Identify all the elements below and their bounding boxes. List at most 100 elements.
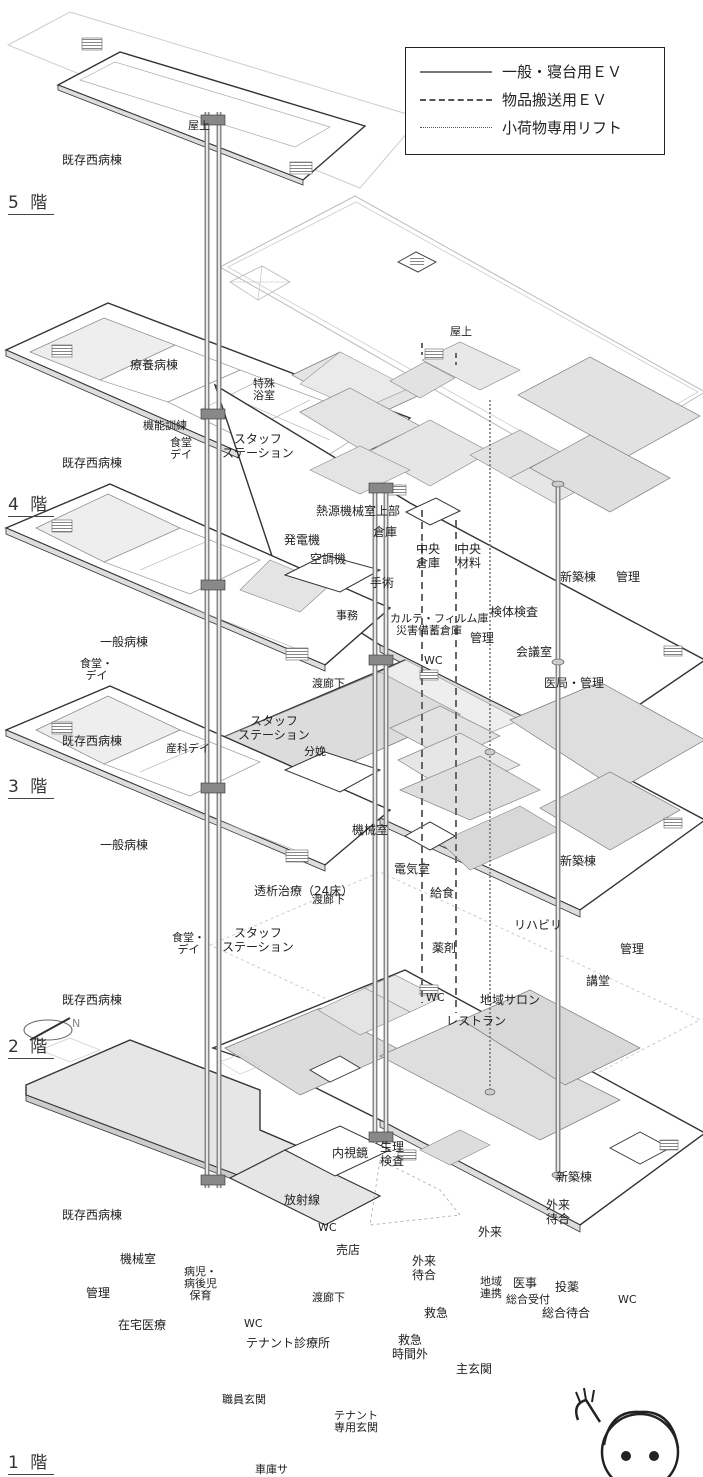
floor2-corridor (283, 751, 382, 793)
room-community-salon: 地域サロン (480, 993, 541, 1007)
room-staff-station-2f: スタッフ ステーション (222, 926, 294, 954)
room-auditorium: 講堂 (586, 974, 611, 988)
ev-cabins (200, 114, 565, 1186)
room-specimen-lab: 検体検査 (490, 605, 539, 619)
legend-label: 小荷物専用リフト (502, 119, 623, 137)
legend-swatch-dashed (420, 99, 492, 101)
room-pharmacy: 薬剤 (432, 941, 457, 955)
legend-swatch-solid (420, 71, 492, 73)
west-building-label-3f: 既存西病棟 (62, 734, 123, 748)
legend-item-passenger-ev: 一般・寝台用ＥＶ (406, 62, 664, 82)
room-records: カルテ・フィルム庫 (390, 612, 489, 625)
new-building-label-3f: 新築棟 (560, 570, 597, 584)
room-garage: 車庫サ (255, 1463, 288, 1476)
west-building-label-5f: 既存西病棟 (62, 153, 123, 167)
room-corridor-3f: 渡廊下 (312, 677, 345, 690)
room-ryoyo-ward: 療養病棟 (130, 358, 179, 372)
legend: 一般・寝台用ＥＶ 物品搬送用ＥＶ 小荷物専用リフト (405, 47, 665, 155)
new-building-label-1f: 新築棟 (556, 1170, 593, 1184)
room-outpatient-waiting-2: 外来 待合 (412, 1254, 437, 1282)
room-outpatient: 外来 (478, 1225, 503, 1239)
west-building-label-4f: 既存西病棟 (62, 456, 123, 470)
room-electrical: 電気室 (394, 862, 431, 876)
new-building-label-2f: 新築棟 (560, 854, 597, 868)
room-rehabilitation: リハビリ (514, 918, 563, 932)
room-kitchen: 給食 (430, 886, 455, 900)
floor1-tenant-block (228, 1125, 461, 1226)
floor2-west-plate (4, 685, 392, 872)
room-machine-2f: 機械室 (352, 823, 389, 837)
room-corridor-1f: 渡廊下 (312, 1291, 345, 1304)
room-dining-4f: 食堂 デイ (170, 436, 192, 461)
room-endoscopy: 内視鏡 (332, 1146, 369, 1160)
room-medical-office: 医局・管理 (544, 676, 605, 690)
room-maternity-day: 産科デイ (166, 742, 210, 755)
room-after-hours-emergency: 救急 時間外 (392, 1333, 429, 1361)
room-rehab-training: 機能訓練 (143, 419, 187, 432)
room-generator: 発電機 (284, 533, 321, 547)
floor-label-1: 1 階 (8, 1448, 55, 1475)
room-staff-station-4f: スタッフ ステーション (222, 432, 294, 460)
room-corridor-2f: 渡廊下 (312, 893, 345, 906)
room-wc-2f: WC (426, 991, 445, 1004)
room-medical-affairs: 医事 (513, 1276, 538, 1290)
room-delivery: 分娩 (304, 745, 326, 758)
room-general-ward-3f: 一般病棟 (100, 635, 149, 649)
room-general-waiting: 総合待合 (542, 1306, 591, 1320)
room-sick-child-care: 病児・ 病後児 保育 (184, 1265, 217, 1302)
legend-item-goods-ev: 物品搬送用ＥＶ (406, 90, 664, 110)
floor1-west-plate (25, 1037, 332, 1202)
room-central-storage: 中央 倉庫 (416, 542, 441, 570)
room-dialysis: 透析治療（24床） (254, 884, 354, 898)
room-admin-3f: 管理 (616, 570, 641, 584)
room-surgery: 手術 (370, 576, 395, 590)
west-building-label-1f: 既存西病棟 (62, 1208, 123, 1222)
room-home-care: 在宅医療 (118, 1318, 167, 1332)
room-tenant-entrance: テナント 専用玄関 (334, 1409, 378, 1434)
compass-north-label: N (72, 1017, 81, 1030)
new-building-roof-plate (218, 195, 703, 471)
room-admin-2f: 管理 (620, 942, 645, 956)
room-roof-new: 屋上 (450, 325, 472, 338)
room-main-entrance: 主玄関 (456, 1362, 493, 1376)
floor3-west-plate (4, 483, 392, 672)
floor3-corridor (283, 554, 382, 593)
legend-label: 一般・寝台用ＥＶ (502, 63, 623, 81)
room-staff-entrance: 職員玄関 (222, 1393, 266, 1406)
room-wc-3f: WC (424, 654, 443, 667)
room-meeting: 会議室 (516, 645, 553, 659)
floor-label-2: 2 階 (8, 1032, 55, 1059)
room-general-reception: 総合受付 (506, 1293, 550, 1306)
room-dining-3f: 食堂・ デイ (80, 657, 113, 682)
room-machine-1f: 機械室 (120, 1252, 157, 1266)
room-tenant-clinic: テナント診療所 (246, 1336, 331, 1350)
room-general-ward-2f: 一般病棟 (100, 838, 149, 852)
room-wc-1f-small: WC (318, 1221, 337, 1234)
room-central-supply: 中央 材料 (457, 542, 482, 570)
room-heat-source-upper: 熱源機械室上部 (316, 504, 401, 518)
room-storage: 倉庫 (373, 525, 398, 539)
room-restaurant: レストラン (446, 1014, 507, 1028)
room-air-handling: 空調機 (310, 552, 347, 566)
floor-label-3: 3 階 (8, 772, 55, 799)
room-dispensing: 投薬 (555, 1280, 580, 1294)
room-shop: 売店 (336, 1243, 361, 1257)
room-physiology-lab: 生理 検査 (380, 1140, 405, 1168)
legend-label: 物品搬送用ＥＶ (502, 91, 608, 109)
room-staff-station-3f: スタッフ ステーション (238, 714, 310, 742)
room-admin-small: 管理 (470, 631, 495, 645)
floor-label-5: 5 階 (8, 188, 55, 215)
room-admin-1f: 管理 (86, 1286, 111, 1300)
room-dining-2f: 食堂・ デイ (172, 931, 205, 956)
room-special-bath: 特殊 浴室 (253, 377, 275, 402)
room-radiology: 放射線 (284, 1193, 321, 1207)
room-outpatient-waiting: 外来 待合 (546, 1198, 571, 1226)
west-building-label-2f: 既存西病棟 (62, 993, 123, 1007)
floor-label-4: 4 階 (8, 490, 55, 517)
room-wc-1f-right: WC (618, 1293, 637, 1306)
compass-icon (23, 1017, 73, 1041)
room-wc-1f: WC (244, 1317, 263, 1330)
room-roof-west: 屋上 (188, 119, 210, 132)
